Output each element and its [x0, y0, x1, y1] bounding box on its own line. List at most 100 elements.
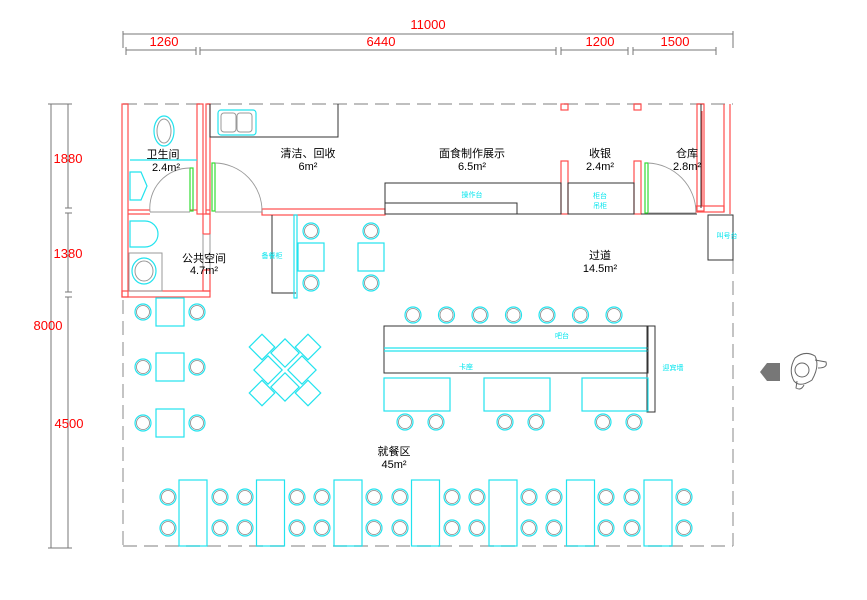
- room-dining-name: 就餐区: [378, 444, 411, 458]
- chair: [404, 306, 422, 324]
- chair: [538, 306, 556, 324]
- dim-left-seg-2: 1380: [54, 246, 83, 261]
- table: [297, 242, 325, 272]
- room-public-name: 公共空间: [182, 251, 226, 265]
- chair: [302, 274, 320, 292]
- chair: [313, 519, 331, 537]
- tables: [155, 242, 673, 547]
- chair: [520, 488, 538, 506]
- label-call-desk: 叫号台: [717, 231, 738, 240]
- four-seat-table: [253, 338, 317, 402]
- fixtures: [128, 109, 298, 299]
- table: [581, 377, 649, 412]
- table: [155, 297, 185, 327]
- chair: [365, 519, 383, 537]
- room-corridor-area: 14.5m²: [583, 263, 618, 275]
- dim-top-seg-4: 1500: [661, 34, 690, 49]
- chair: [594, 413, 612, 431]
- chair: [391, 488, 409, 506]
- dim-left-total: 8000: [34, 318, 63, 333]
- welcome-wall: [646, 325, 656, 413]
- left-dimension-lines: [48, 103, 72, 549]
- chair: [427, 413, 445, 431]
- chair: [623, 488, 641, 506]
- label-hanging-cabinet: 吊柜: [593, 201, 607, 210]
- label-bar: 吧台: [555, 331, 569, 340]
- chair: [675, 488, 693, 506]
- label-operation-table: 操作台: [462, 190, 483, 199]
- chair: [134, 303, 152, 321]
- table: [410, 479, 441, 547]
- chair: [211, 519, 229, 537]
- table: [178, 479, 208, 547]
- chair: [443, 519, 461, 537]
- kitchen-outlines: [209, 104, 734, 294]
- doors: [149, 162, 697, 214]
- label-booth: 卡座: [459, 362, 473, 371]
- room-cashier-area: 2.4m²: [586, 161, 614, 173]
- room-storage-name: 仓库: [676, 146, 698, 160]
- dim-top-total: 11000: [410, 17, 445, 32]
- walls: [121, 103, 731, 298]
- label-prep-cabinet: 备餐柜: [262, 251, 283, 260]
- room-storage-area: 2.8m²: [673, 161, 701, 173]
- room-cleaning-name: 清洁、回收: [281, 146, 336, 160]
- chair: [527, 413, 545, 431]
- chair: [288, 488, 306, 506]
- room-noodle-name: 面食制作展示: [439, 146, 505, 160]
- dim-left-seg-1: 1880: [54, 151, 83, 166]
- toilet-door[interactable]: [189, 167, 194, 212]
- chair: [391, 519, 409, 537]
- chair: [597, 488, 615, 506]
- chair: [623, 519, 641, 537]
- chair: [362, 222, 380, 240]
- table: [383, 377, 451, 412]
- chair: [437, 306, 456, 324]
- chair: [211, 488, 229, 506]
- chair: [159, 519, 177, 537]
- table: [155, 352, 185, 382]
- arrow-left-icon: [760, 363, 780, 381]
- top-dimension-lines: [122, 31, 734, 55]
- chair: [675, 519, 693, 537]
- chair: [362, 274, 380, 292]
- table: [357, 242, 385, 272]
- chair: [188, 358, 206, 376]
- chair: [605, 306, 623, 324]
- chair: [396, 413, 414, 431]
- room-cleaning-area: 6m²: [299, 161, 318, 173]
- chair: [625, 413, 643, 431]
- chair: [520, 519, 538, 537]
- chair: [468, 519, 486, 537]
- table: [565, 479, 596, 547]
- room-public-area: 4.7m²: [190, 265, 218, 277]
- four-seat-table-chairs: [248, 333, 322, 407]
- table: [643, 479, 673, 547]
- chair: [236, 488, 254, 506]
- cleaning-door[interactable]: [211, 162, 216, 212]
- chair: [443, 488, 461, 506]
- chair: [302, 222, 320, 240]
- storage-door[interactable]: [644, 162, 649, 214]
- room-cashier-name: 收银: [589, 146, 611, 160]
- chair: [188, 414, 206, 432]
- chair: [313, 488, 331, 506]
- chair: [188, 303, 206, 321]
- chair: [504, 306, 523, 324]
- chair: [468, 488, 486, 506]
- chair: [597, 519, 615, 537]
- table: [255, 479, 286, 547]
- chair: [134, 414, 152, 432]
- dim-top-seg-3: 1200: [586, 34, 615, 49]
- room-noodle-area: 6.5m²: [458, 161, 486, 173]
- label-welcome-wall: 迎宾墙: [663, 363, 684, 372]
- table: [488, 479, 518, 547]
- chair: [288, 519, 306, 537]
- table: [155, 408, 185, 438]
- room-corridor-name: 过道: [589, 248, 611, 262]
- chair: [236, 519, 254, 537]
- room-toilet-name: 卫生间: [147, 147, 180, 161]
- chairs: [134, 222, 693, 537]
- chair: [365, 488, 383, 506]
